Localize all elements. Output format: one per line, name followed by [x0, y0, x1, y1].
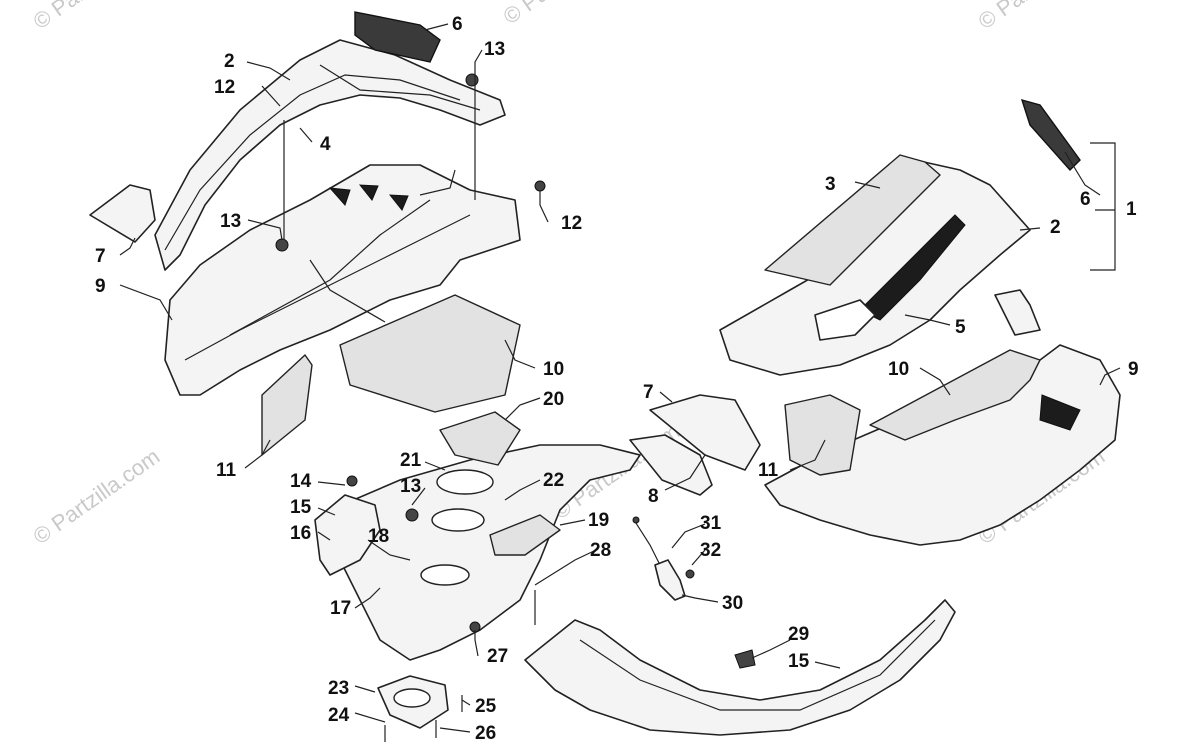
side-panel-left — [261, 354, 313, 456]
hood-rib — [358, 184, 379, 201]
nut-icon — [275, 238, 289, 252]
callout-28: 28 — [590, 540, 611, 561]
watermark: © Partzilla.com — [974, 0, 1110, 34]
leader-lines — [119, 23, 1121, 733]
callout-17: 17 — [330, 598, 351, 619]
callout-6: 6 — [1080, 189, 1091, 210]
mount-hole — [431, 508, 485, 532]
windshield-left — [89, 184, 156, 243]
callout-2: 2 — [224, 51, 235, 72]
callout-32: 32 — [700, 540, 721, 561]
foam-pad-left — [339, 294, 521, 413]
screw-icon — [685, 569, 695, 579]
vent-grille — [354, 11, 441, 63]
callout-15: 15 — [290, 497, 312, 518]
side-panel-right — [784, 394, 861, 476]
watermark: © Partzilla.com — [499, 0, 635, 29]
callout-12: 12 — [214, 77, 235, 98]
callout-13: 13 — [484, 39, 505, 60]
callout-16: 16 — [290, 523, 311, 544]
hood-center-channel — [814, 299, 876, 341]
hood-edge-line — [319, 64, 481, 111]
hood-lower-body — [164, 164, 521, 396]
callout-3: 3 — [825, 174, 836, 195]
callout-29: 29 — [788, 624, 809, 645]
foam-pad-right — [869, 349, 1041, 441]
screw-icon — [534, 180, 546, 192]
callout-6: 6 — [452, 14, 463, 35]
callout-26: 26 — [475, 723, 496, 744]
side-bracket — [314, 494, 381, 576]
watermark: © Partzilla.com — [29, 444, 165, 550]
nut-icon — [405, 508, 419, 522]
callout-24: 24 — [328, 705, 350, 726]
callout-11: 11 — [758, 460, 779, 481]
duct-opening — [393, 688, 431, 708]
hood-edge-line — [164, 74, 461, 251]
callout-30: 30 — [722, 593, 743, 614]
hood-upper-shell — [154, 39, 506, 271]
callout-10: 10 — [888, 359, 909, 380]
callout-19: 19 — [588, 510, 609, 531]
nut-icon — [465, 73, 479, 87]
air-box-bracket — [489, 514, 561, 556]
watermark: © Partzilla.com — [29, 0, 165, 34]
vent-grille-right — [1020, 98, 1081, 172]
hood-detail-line — [229, 199, 431, 336]
hood-rib — [328, 187, 351, 206]
hood-bracket — [994, 289, 1041, 336]
callout-18: 18 — [368, 526, 389, 547]
hood-vent — [1039, 394, 1081, 431]
callout-31: 31 — [700, 513, 722, 534]
callout-9: 9 — [1128, 359, 1139, 380]
callout-11: 11 — [216, 460, 237, 481]
hood-decal — [764, 154, 941, 286]
callout-labels: 2 12 4 6 13 13 12 7 9 10 11 3 2 6 1 5 9 … — [95, 14, 1139, 744]
callout-7: 7 — [643, 382, 654, 403]
mount-hole — [420, 564, 470, 586]
decal-stripe — [859, 214, 966, 321]
callout-21: 21 — [400, 450, 422, 471]
rail-detail — [579, 619, 936, 711]
side-rail — [524, 599, 956, 736]
callout-15: 15 — [788, 651, 810, 672]
callout-20: 20 — [543, 389, 564, 410]
callout-13: 13 — [220, 211, 241, 232]
callout-5: 5 — [955, 317, 966, 338]
callout-12: 12 — [561, 213, 582, 234]
callout-8: 8 — [648, 486, 659, 507]
mount-hole — [436, 469, 494, 495]
callout-27: 27 — [487, 646, 508, 667]
screw-icon — [346, 475, 358, 487]
callout-4: 4 — [320, 134, 331, 155]
callout-25: 25 — [475, 696, 497, 717]
callout-14: 14 — [290, 471, 312, 492]
callout-9: 9 — [95, 276, 106, 297]
callout-23: 23 — [328, 678, 349, 699]
callout-1: 1 — [1126, 199, 1137, 220]
clip — [734, 649, 756, 669]
air-box-panel — [439, 411, 521, 466]
callout-2: 2 — [1050, 217, 1061, 238]
cable-end — [632, 516, 640, 524]
callout-7: 7 — [95, 246, 106, 267]
callout-13: 13 — [400, 476, 421, 497]
hood-rib — [388, 194, 409, 211]
cable-mount — [654, 559, 686, 601]
gauge-cover — [629, 434, 713, 496]
callout-22: 22 — [543, 470, 564, 491]
callout-10: 10 — [543, 359, 564, 380]
